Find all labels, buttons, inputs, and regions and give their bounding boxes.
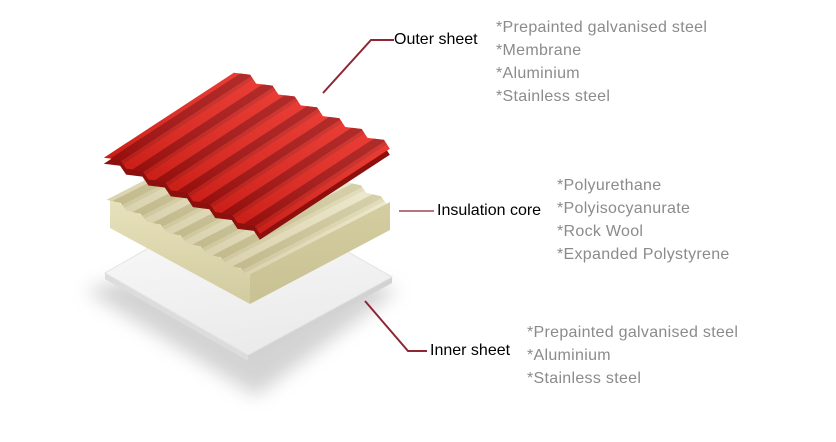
material-item: *Prepainted galvanised steel xyxy=(527,324,739,341)
material-item: *Stainless steel xyxy=(496,88,611,105)
inner-sheet-edge-left xyxy=(105,273,248,361)
outer-sheet-graphic xyxy=(103,69,396,240)
insulation-core-materials: *Polyurethane *Polyisocyanurate *Rock Wo… xyxy=(557,174,730,266)
core-face-right xyxy=(250,202,390,304)
material-item: *Aluminium xyxy=(496,65,580,82)
material-item: *Rock Wool xyxy=(557,223,644,240)
inner-sheet-label: Inner sheet xyxy=(430,342,511,359)
material-item: *Polyisocyanurate xyxy=(557,200,691,217)
inner-sheet-edge-right xyxy=(248,277,392,361)
leader-line-outer-sheet xyxy=(322,39,394,94)
leader-line-inner-sheet xyxy=(364,300,427,352)
material-item: *Aluminium xyxy=(527,347,611,364)
material-item: *Membrane xyxy=(496,42,582,59)
core-face-left xyxy=(110,198,250,304)
inner-sheet-materials: *Prepainted galvanised steel *Aluminium … xyxy=(527,321,738,390)
material-item: *Expanded Polystyrene xyxy=(557,246,730,263)
material-item: *Stainless steel xyxy=(527,370,642,387)
outer-sheet-label: Outer sheet xyxy=(394,31,478,48)
outer-sheet-materials: *Prepainted galvanised steel *Membrane *… xyxy=(496,16,707,108)
material-item: *Polyurethane xyxy=(557,177,662,194)
insulation-core-label: Insulation core xyxy=(437,202,542,219)
material-item: *Prepainted galvanised steel xyxy=(496,19,708,36)
